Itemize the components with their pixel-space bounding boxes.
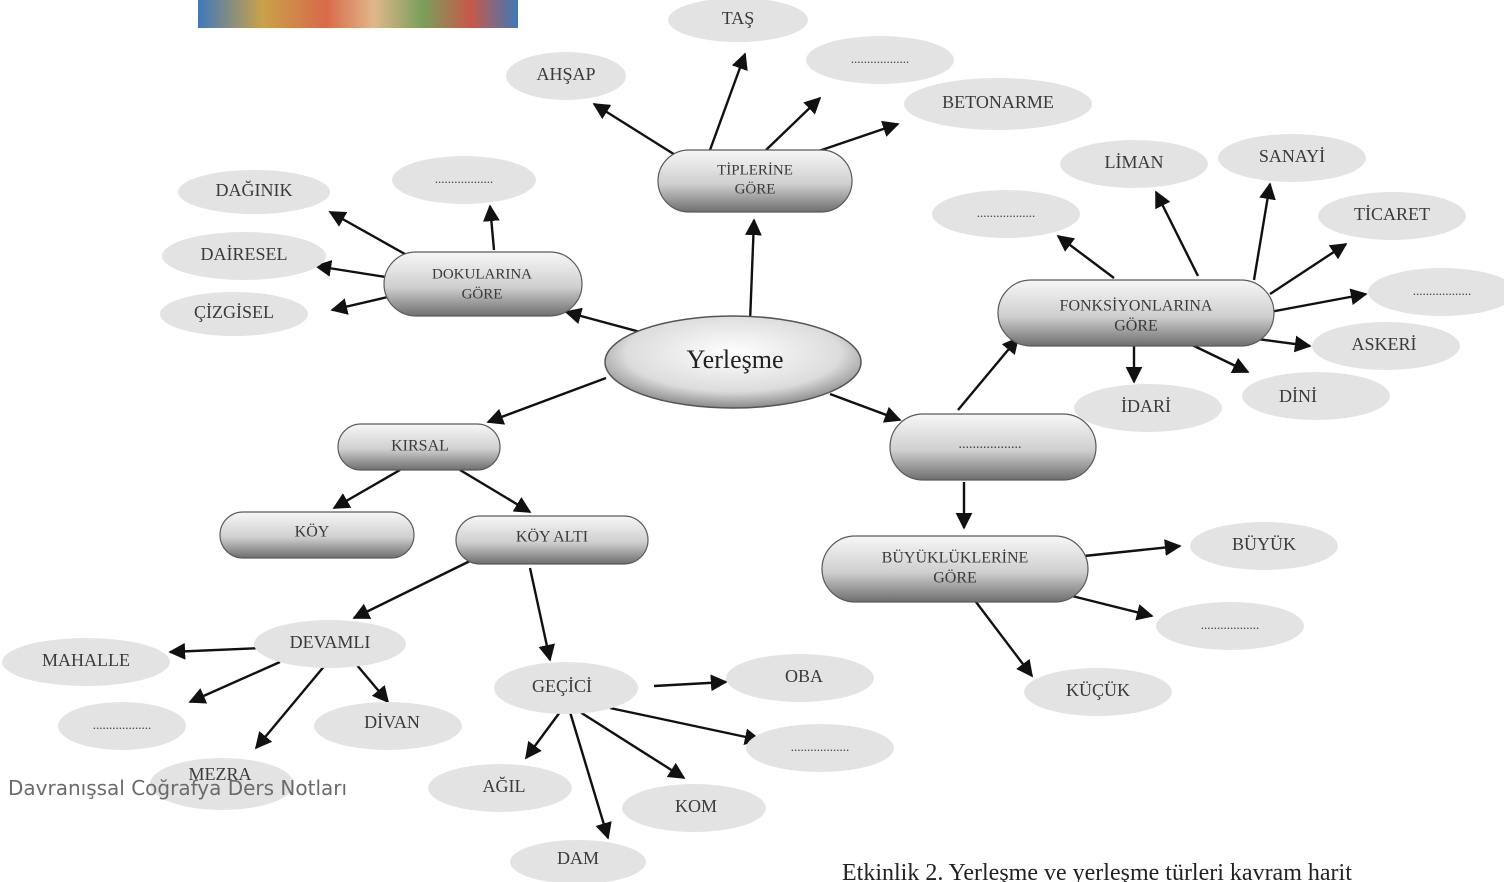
leaf-idari — [1074, 384, 1222, 432]
leaf-kom — [622, 784, 766, 832]
leaf-devamli-blank — [58, 702, 186, 750]
leaf-dokular-blank — [392, 156, 536, 204]
leaf-divan — [314, 702, 462, 750]
node-dokular-line1: DOKULARINA — [432, 266, 532, 282]
leaf-kucuk — [1024, 668, 1172, 716]
leaf-sanayi — [1218, 134, 1366, 182]
leaf-dairesel — [162, 232, 326, 280]
node-koy — [219, 511, 415, 559]
leaf-buyuk — [1190, 522, 1338, 570]
node-tipler-line2: GÖRE — [735, 180, 776, 197]
node-center — [604, 315, 862, 409]
leaf-gecici-blank — [746, 724, 894, 772]
figure-caption: Etkinlik 2. Yerleşme ve yerleşme türleri… — [842, 860, 1352, 882]
cropped-illustration — [198, 0, 518, 28]
leaf-dini — [1242, 372, 1390, 420]
label-sanayi: SANAYİ — [1259, 146, 1325, 166]
footer-note: Davranışsal Coğrafya Ders Notları — [8, 776, 348, 800]
leaf-ahsap — [506, 52, 626, 100]
label-buyukluk-blank: .................. — [1201, 617, 1260, 632]
label-mezra: MEZRA — [189, 764, 252, 784]
label-dairesel: DAİRESEL — [201, 244, 288, 264]
leaf-tas — [668, 0, 808, 42]
leaf-cizgisel — [160, 292, 308, 336]
leaf-tipler-blank — [806, 36, 954, 84]
node-kentsel-blank — [889, 413, 1097, 481]
node-koy-label: KÖY — [295, 523, 330, 541]
node-buyukluk-line2: GÖRE — [933, 569, 977, 587]
label-liman: LİMAN — [1105, 152, 1164, 172]
label-fonk-blank-2: .................. — [1413, 283, 1472, 298]
leaf-devamli — [254, 620, 406, 668]
leaf-mezra — [150, 758, 294, 810]
label-ahsap: AHŞAP — [536, 64, 595, 84]
label-mahalle: MAHALLE — [42, 650, 130, 670]
leaf-mahalle — [2, 638, 170, 686]
node-buyukluk — [821, 535, 1089, 603]
node-dokular — [383, 251, 583, 317]
label-oba: OBA — [785, 666, 823, 686]
label-kucuk: KÜÇÜK — [1066, 680, 1130, 700]
label-fonk-blank-1: .................. — [977, 205, 1036, 220]
node-center-label: Yerleşme — [686, 345, 783, 374]
node-tipler — [657, 149, 853, 213]
label-daginik: DAĞINIK — [216, 179, 293, 200]
label-agil: AĞIL — [483, 775, 526, 796]
label-askeri: ASKERİ — [1351, 334, 1416, 354]
leaf-dam — [510, 840, 646, 882]
label-idari: İDARİ — [1121, 396, 1171, 416]
leaf-labels: AHŞAP TAŞ .................. BETONARME D… — [42, 8, 1471, 868]
leaf-gecici — [494, 662, 638, 714]
leaf-daginik — [178, 170, 330, 214]
node-fonksiyon-line2: GÖRE — [1114, 317, 1158, 335]
leaf-oba — [726, 654, 874, 702]
node-kirsal-label: KIRSAL — [391, 438, 449, 455]
label-tas: TAŞ — [722, 8, 755, 28]
label-dam: DAM — [557, 848, 599, 868]
label-gecici-blank: .................. — [791, 739, 850, 754]
leaf-buyukluk-blank — [1156, 602, 1304, 650]
leaf-ticaret — [1318, 192, 1466, 240]
node-buyukluk-line1: BÜYÜKLÜKLERİNE — [882, 549, 1029, 567]
node-kentsel-blank-label: .................. — [959, 437, 1022, 452]
connector-arrows — [168, 52, 1368, 840]
label-dini: DİNİ — [1279, 386, 1317, 406]
label-kom: KOM — [675, 796, 717, 816]
label-gecici: GEÇİCİ — [532, 676, 592, 696]
label-cizgisel: ÇİZGİSEL — [194, 302, 274, 322]
label-tipler-blank: .................. — [851, 51, 910, 66]
leaf-agil — [428, 764, 572, 812]
node-tipler-line1: TİPLERİNE — [717, 162, 793, 178]
leaf-fonk-blank-2 — [1368, 268, 1504, 316]
node-fonksiyon-line1: FONKSİYONLARINA — [1060, 297, 1213, 315]
label-dokular-blank: .................. — [435, 171, 494, 186]
node-fonksiyon — [997, 279, 1275, 347]
node-koy-alti-label: KÖY ALTI — [516, 528, 588, 546]
leaf-liman — [1060, 140, 1208, 188]
label-buyuk: BÜYÜK — [1232, 534, 1296, 554]
label-devamli: DEVAMLI — [290, 632, 371, 652]
node-koy-alti — [455, 515, 649, 565]
leaf-fonk-blank-1 — [932, 190, 1080, 238]
label-ticaret: TİCARET — [1354, 204, 1430, 224]
label-devamli-blank: .................. — [93, 717, 152, 732]
label-divan: DİVAN — [364, 712, 420, 732]
leaf-betonarme — [904, 78, 1092, 130]
label-betonarme: BETONARME — [942, 92, 1054, 112]
category-nodes: TİPLERİNE GÖRE DOKULARINA GÖRE KIRSAL KÖ… — [219, 149, 1275, 603]
node-kirsal — [337, 423, 501, 471]
node-dokular-line2: GÖRE — [462, 285, 503, 302]
leaf-askeri — [1312, 322, 1460, 370]
